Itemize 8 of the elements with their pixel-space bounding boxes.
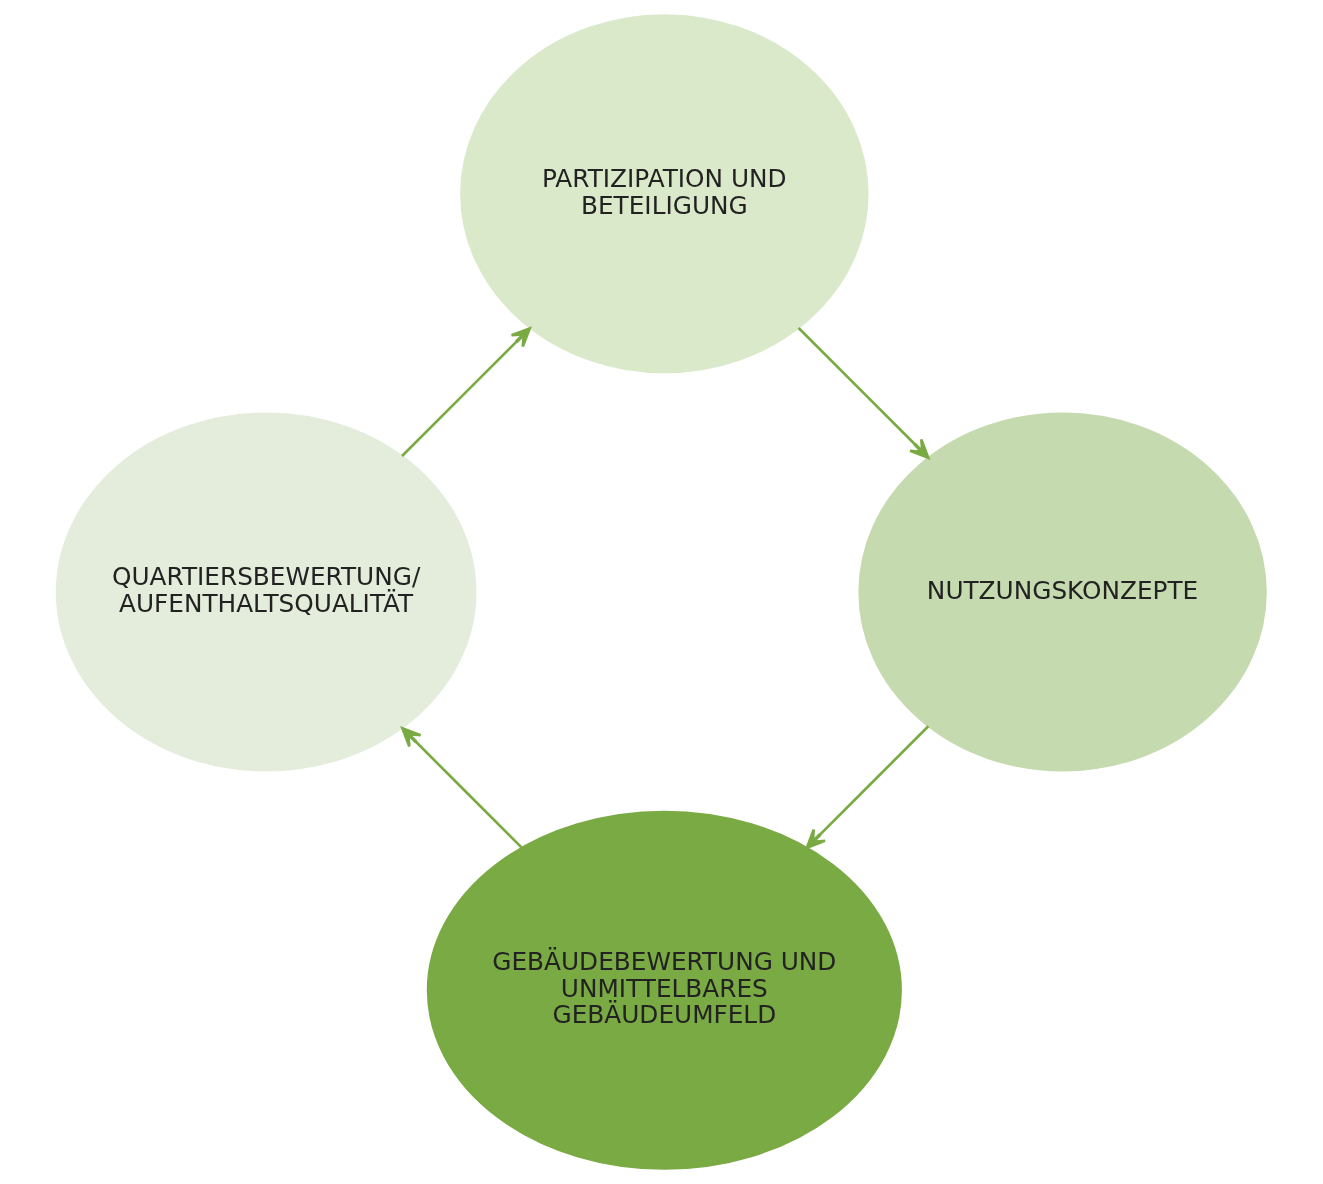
arrow [805,725,930,849]
node-ellipse: QUARTIERSBEWERTUNG/ AUFENTHALTSQUALITÄT [55,412,477,772]
arrow [401,327,532,457]
node-ellipse: NUTZUNGSKONZEPTE [858,412,1267,772]
arrow [797,327,930,459]
node-ellipse: GEBÄUDEBEWERTUNG UND UNMITTELBARES GEBÄUDEUMFELD [426,810,902,1170]
node-ellipse: PARTIZIPATION UND BETEILIGUNG [460,14,869,374]
arrow [401,727,523,849]
